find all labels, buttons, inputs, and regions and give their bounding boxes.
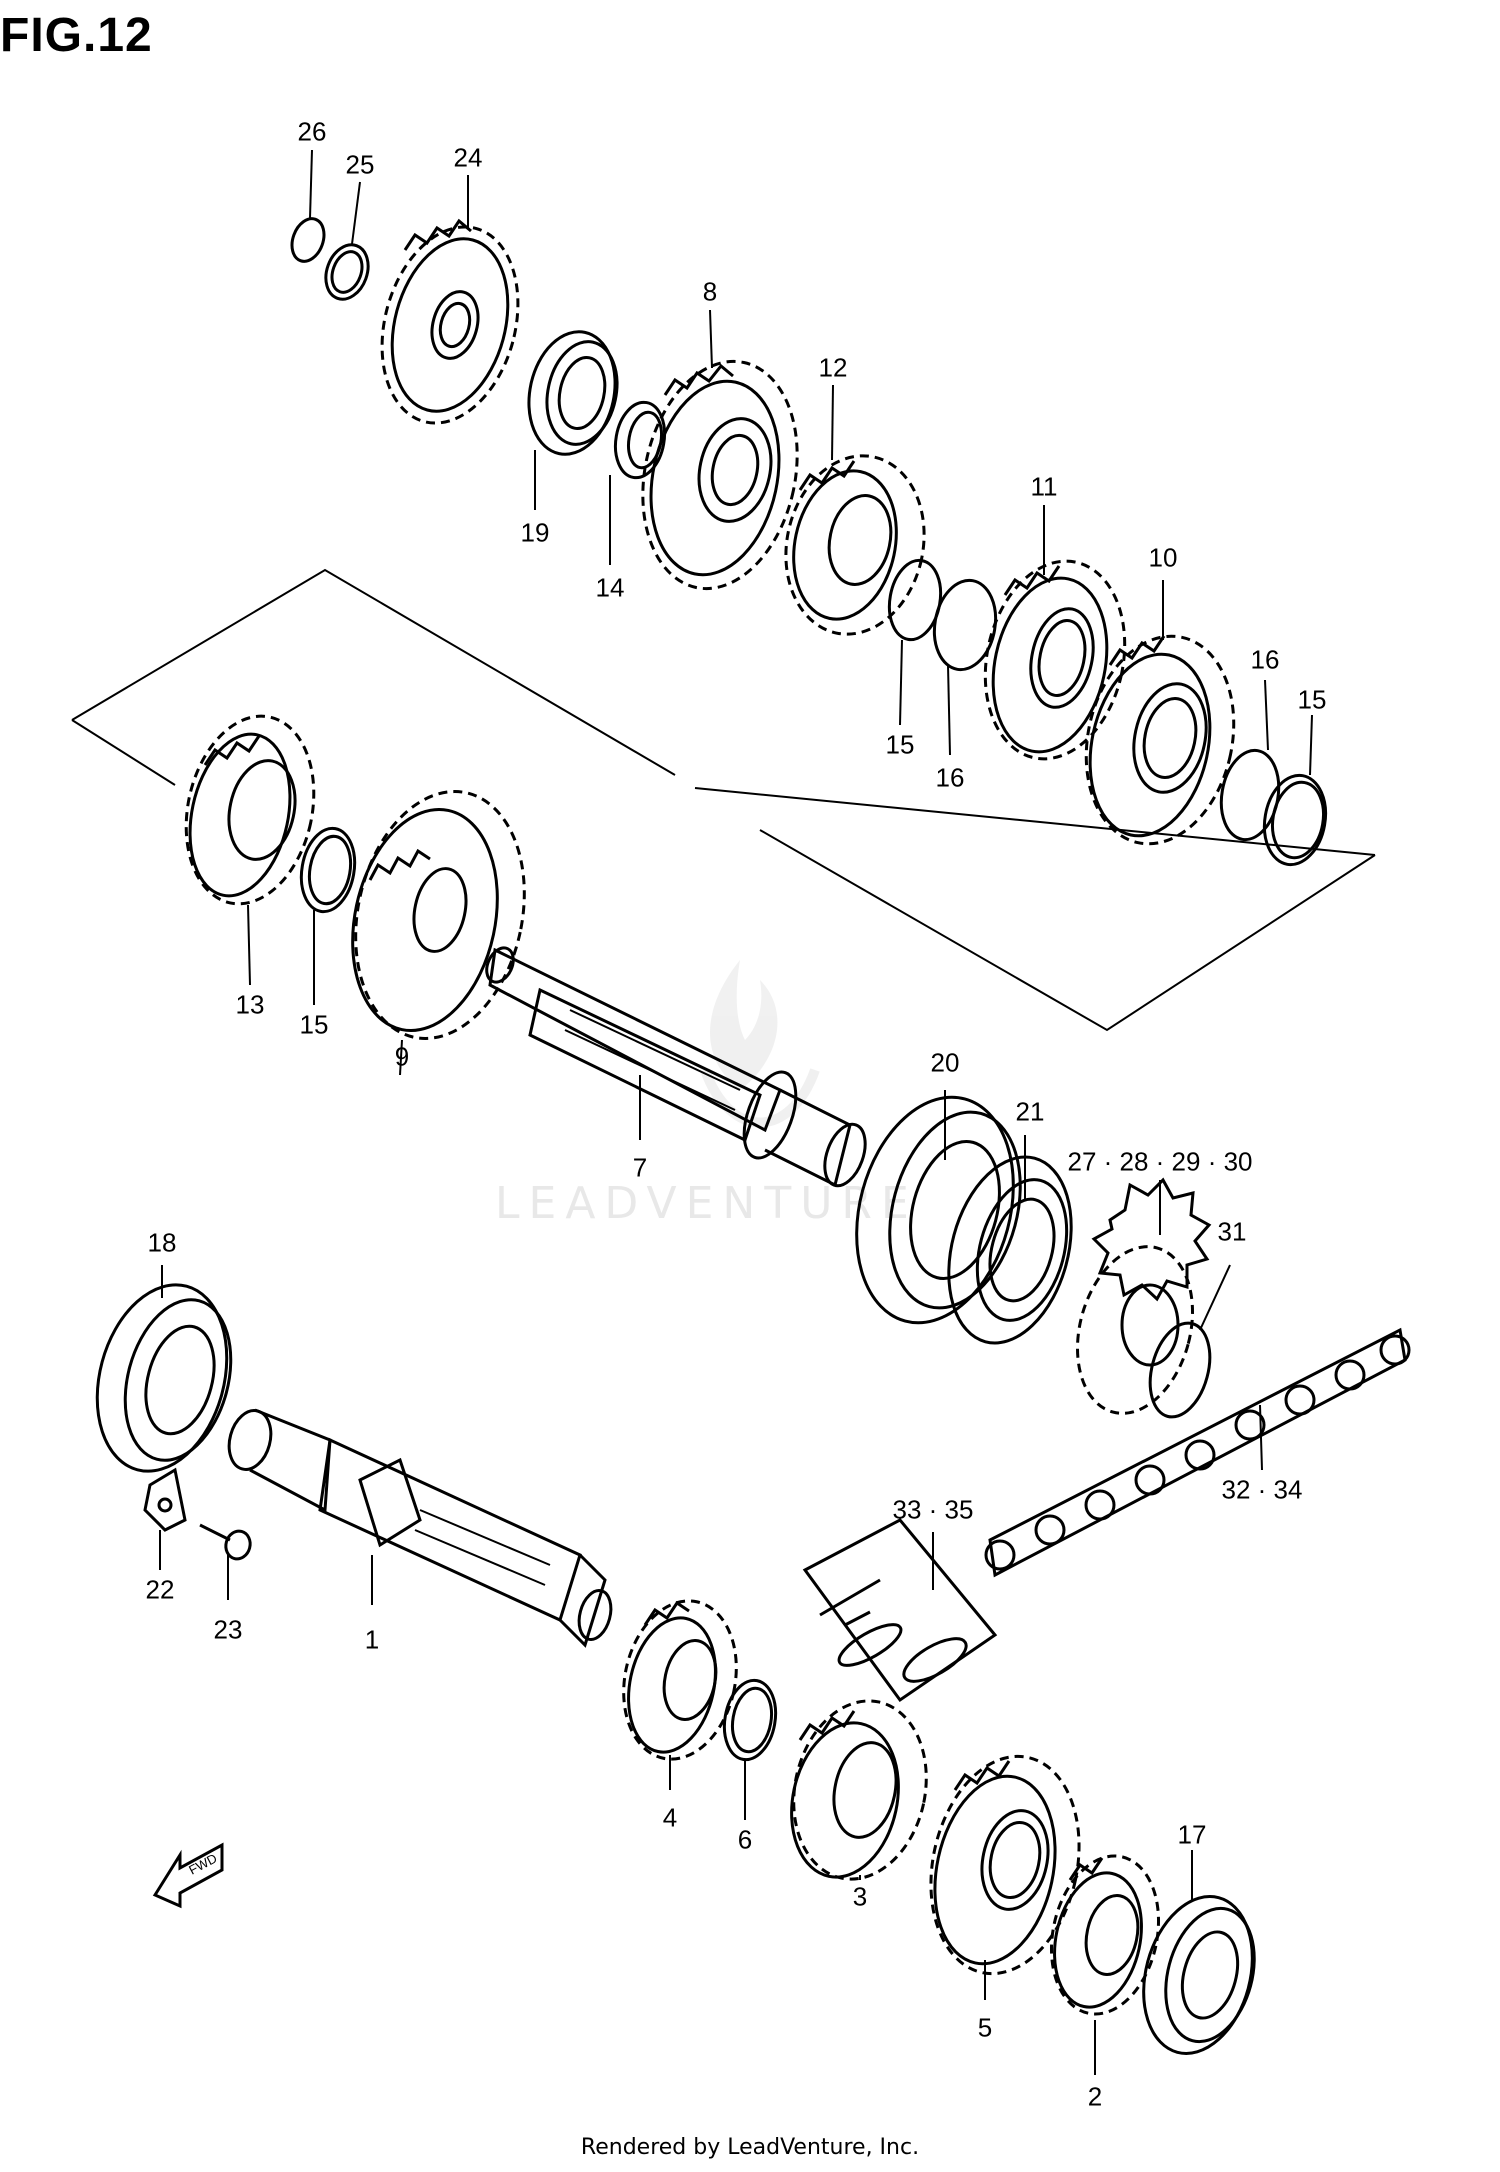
sprocket-27[interactable] [1060,1177,1212,1426]
callout-3[interactable]: 3 [852,1881,868,1912]
callout-9[interactable]: 9 [394,1041,410,1072]
callout-16-upper[interactable]: 16 [935,762,965,793]
bearing-18[interactable] [78,1270,248,1486]
washer-16-right[interactable] [1215,746,1286,844]
callout-33-35[interactable]: 33 · 35 [892,1494,974,1525]
gear-5[interactable] [912,1742,1099,1987]
oil-seal-21[interactable] [929,1143,1090,1357]
callout-8[interactable]: 8 [702,276,718,307]
callout-14[interactable]: 14 [595,572,625,603]
gear-13[interactable] [170,704,331,916]
bearing-20[interactable] [833,1080,1041,1341]
gear-8[interactable] [623,347,818,603]
circlip-6[interactable] [718,1676,781,1763]
circlip-15-left[interactable] [295,824,361,916]
flame-logo-icon [700,960,820,1128]
gear-9[interactable] [333,776,546,1055]
circlip-31[interactable] [1141,1316,1220,1423]
figure-title: FIG.12 [0,9,153,62]
fwd-arrow-icon: FWD [152,1842,224,1909]
callout-6[interactable]: 6 [737,1824,753,1855]
callout-31[interactable]: 31 [1217,1216,1247,1247]
callout-23[interactable]: 23 [213,1614,243,1645]
washer-25[interactable] [319,239,376,305]
drive-chain-32[interactable] [984,1327,1411,1578]
chain-joint-33[interactable] [802,1518,998,1703]
callout-24[interactable]: 24 [453,142,483,173]
callout-25[interactable]: 25 [345,149,375,180]
bracket-22[interactable] [143,1467,187,1532]
bearing-19[interactable] [518,324,626,463]
gear-24[interactable] [361,212,538,439]
washer-16-upper[interactable] [928,575,1003,674]
callout-32-34[interactable]: 32 · 34 [1221,1474,1303,1505]
gear-2[interactable] [1038,1846,1173,2024]
callout-12[interactable]: 12 [818,352,848,383]
callout-16-right[interactable]: 16 [1250,644,1280,675]
leader-lines [159,149,1313,2075]
callout-15-right[interactable]: 15 [1297,684,1327,715]
gear-3[interactable] [778,1688,943,1891]
callout-15-upper[interactable]: 15 [885,729,915,760]
circlip-15-right[interactable] [1258,770,1333,869]
gear-4[interactable] [610,1590,751,1769]
callout-5[interactable]: 5 [977,2012,993,2043]
callout-17[interactable]: 17 [1177,1819,1207,1850]
callout-2[interactable]: 2 [1087,2081,1103,2112]
bearing-17[interactable] [1127,1884,1269,2065]
callout-11[interactable]: 11 [1030,471,1058,502]
callout-20[interactable]: 20 [930,1047,960,1078]
countershaft-group-outline [71,568,1376,1032]
main-shaft-1[interactable] [223,1406,616,1648]
callout-27-28-29-30[interactable]: 27 · 28 · 29 · 30 [1067,1146,1253,1177]
gear-11[interactable] [968,548,1143,772]
callout-15-left[interactable]: 15 [299,1009,329,1040]
callout-21[interactable]: 21 [1015,1096,1045,1127]
footer-credit: Rendered by LeadVenture, Inc. [580,2135,920,2160]
callout-22[interactable]: 22 [145,1574,175,1605]
bolt-23[interactable] [199,1523,253,1562]
circlip-26[interactable] [286,214,329,266]
gear-10[interactable] [1068,622,1253,857]
callout-10[interactable]: 10 [1148,542,1178,573]
callout-4[interactable]: 4 [662,1802,678,1833]
callout-13[interactable]: 13 [235,989,265,1020]
callout-19[interactable]: 19 [520,517,550,548]
callout-7[interactable]: 7 [632,1152,648,1183]
circlip-15-upper[interactable] [883,556,946,643]
callout-1[interactable]: 1 [364,1624,380,1655]
callout-26[interactable]: 26 [297,116,327,147]
countershaft-7[interactable] [482,944,873,1192]
callout-18[interactable]: 18 [147,1227,177,1258]
